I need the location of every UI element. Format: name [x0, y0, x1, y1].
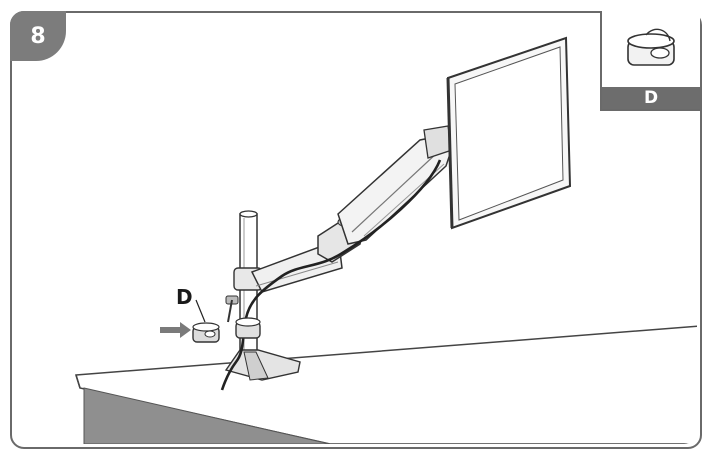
monitor	[446, 36, 572, 230]
step-number-badge: 8	[10, 11, 66, 61]
cable-clip-d	[192, 299, 220, 343]
cable-clip-icon	[627, 28, 675, 66]
callout-label: D	[176, 285, 193, 309]
step-number: 8	[30, 23, 46, 49]
part-label: D	[602, 87, 700, 109]
cable-clip-on-pole	[235, 317, 261, 339]
upper-arm	[337, 125, 453, 245]
right-arrow-icon	[160, 322, 191, 338]
pole-collar	[225, 267, 263, 323]
mount-base	[224, 349, 301, 381]
part-reference-box: D	[600, 11, 700, 111]
cable	[220, 159, 442, 391]
desk	[75, 325, 697, 444]
